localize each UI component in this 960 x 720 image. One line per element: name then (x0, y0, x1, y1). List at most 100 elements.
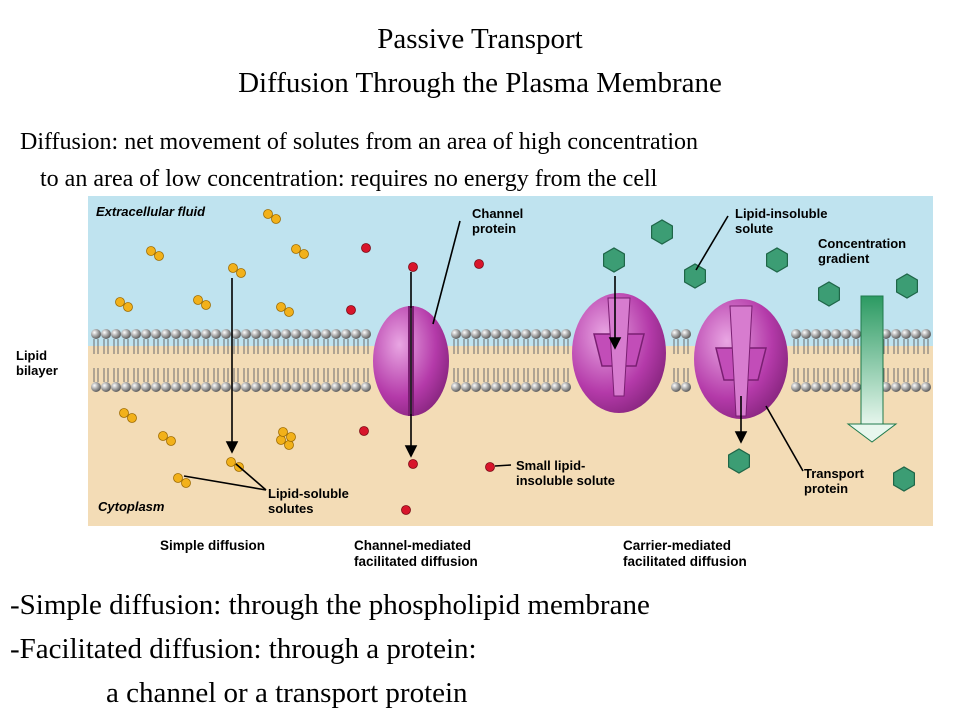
lipid-soluble-solute (226, 457, 236, 467)
lipid-soluble-solute (115, 297, 125, 307)
phospholipid-head (331, 382, 341, 392)
phospholipid-head (361, 329, 371, 339)
phospholipid-head (841, 329, 851, 339)
phospholipid-head (811, 329, 821, 339)
phospholipid-head (241, 382, 251, 392)
phospholipid-head (131, 329, 141, 339)
phospholipid-head (161, 329, 171, 339)
lipid-soluble-solute (166, 436, 176, 446)
phospholipid-head (921, 329, 931, 339)
lipid-soluble-solute (127, 413, 137, 423)
phospholipid-head (121, 382, 131, 392)
lipid-soluble-solute (123, 302, 133, 312)
phospholipid-head (561, 382, 571, 392)
phospholipid-head (141, 329, 151, 339)
phospholipid-head (261, 329, 271, 339)
lipid-soluble-solute (286, 432, 296, 442)
phospholipid-head (801, 382, 811, 392)
phospholipid-head (681, 382, 691, 392)
phospholipid-head (551, 382, 561, 392)
definition-line-2: to an area of low concentration: require… (40, 166, 658, 192)
phospholipid-head (511, 382, 521, 392)
phospholipid-head (131, 382, 141, 392)
bullet-facilitated-detail: a channel or a transport protein (106, 677, 468, 709)
phospholipid-head (271, 329, 281, 339)
label-transport-protein: Transport protein (804, 466, 864, 496)
lipid-insoluble-solute (602, 247, 626, 273)
lipid-soluble-solute (284, 307, 294, 317)
caption-simple-diffusion: Simple diffusion (160, 538, 266, 553)
lipid-soluble-solute (271, 214, 281, 224)
phospholipid-head (791, 382, 801, 392)
lipid-soluble-solute (228, 263, 238, 273)
phospholipid-head (561, 329, 571, 339)
phospholipid-head (461, 382, 471, 392)
small-lipid-insoluble-solute (408, 262, 418, 272)
phospholipid-head (481, 382, 491, 392)
membrane-diagram: Extracellular fluid Cytoplasm Lipid bila… (16, 196, 933, 580)
phospholipid-head (281, 329, 291, 339)
lipid-soluble-solute (154, 251, 164, 261)
phospholipid-head (241, 329, 251, 339)
small-lipid-insoluble-solute (474, 259, 484, 269)
phospholipid-head (191, 382, 201, 392)
phospholipid-head (91, 329, 101, 339)
small-lipid-insoluble-solute (361, 243, 371, 253)
lipid-bilayer (91, 329, 931, 392)
lipid-soluble-solute (278, 427, 288, 437)
phospholipid-head (181, 329, 191, 339)
lipid-soluble-solute (201, 300, 211, 310)
caption-carrier-mediated: Carrier-mediated facilitated diffusion (623, 538, 747, 569)
phospholipid-head (321, 329, 331, 339)
phospholipid-head (911, 329, 921, 339)
phospholipid-head (91, 382, 101, 392)
phospholipid-head (121, 329, 131, 339)
phospholipid-head (831, 329, 841, 339)
phospholipid-head (291, 329, 301, 339)
phospholipid-head (111, 329, 121, 339)
phospholipid-head (351, 329, 361, 339)
phospholipid-head (551, 329, 561, 339)
label-lipid-insoluble-solute: Lipid-insoluble solute (735, 206, 828, 236)
lipid-insoluble-solute (892, 466, 916, 492)
phospholipid-head (101, 329, 111, 339)
lipid-insoluble-solute (765, 247, 789, 273)
phospholipid-head (901, 382, 911, 392)
phospholipid-head (501, 329, 511, 339)
phospholipid-head (801, 329, 811, 339)
lipid-soluble-solute (119, 408, 129, 418)
phospholipid-head (841, 382, 851, 392)
small-lipid-insoluble-solute (346, 305, 356, 315)
page-subtitle: Diffusion Through the Plasma Membrane (238, 67, 722, 99)
lipid-soluble-solute (173, 473, 183, 483)
phospholipid-head (471, 382, 481, 392)
phospholipid-head (251, 329, 261, 339)
lipid-soluble-solute (284, 440, 294, 450)
phospholipid-head (321, 382, 331, 392)
phospholipid-head (151, 382, 161, 392)
phospholipid-head (101, 382, 111, 392)
phospholipid-head (281, 382, 291, 392)
phospholipid-head (181, 382, 191, 392)
lipid-soluble-solute (263, 209, 273, 219)
lipid-soluble-solute (146, 246, 156, 256)
phospholipid-head (891, 329, 901, 339)
phospholipid-head (851, 329, 861, 339)
phospholipid-head (921, 382, 931, 392)
phospholipid-head (831, 382, 841, 392)
phospholipid-head (271, 382, 281, 392)
phospholipid-head (351, 382, 361, 392)
phospholipid-head (671, 382, 681, 392)
phospholipid-head (341, 329, 351, 339)
phospholipid-head (311, 329, 321, 339)
lipid-soluble-solute (158, 431, 168, 441)
phospholipid-head (531, 329, 541, 339)
phospholipid-head (311, 382, 321, 392)
small-lipid-insoluble-solute (485, 462, 495, 472)
phospholipid-head (471, 329, 481, 339)
label-channel-protein: Channel protein (472, 206, 524, 236)
phospholipid-head (681, 329, 691, 339)
phospholipid-head (211, 329, 221, 339)
phospholipid-head (341, 382, 351, 392)
phospholipid-head (111, 382, 121, 392)
